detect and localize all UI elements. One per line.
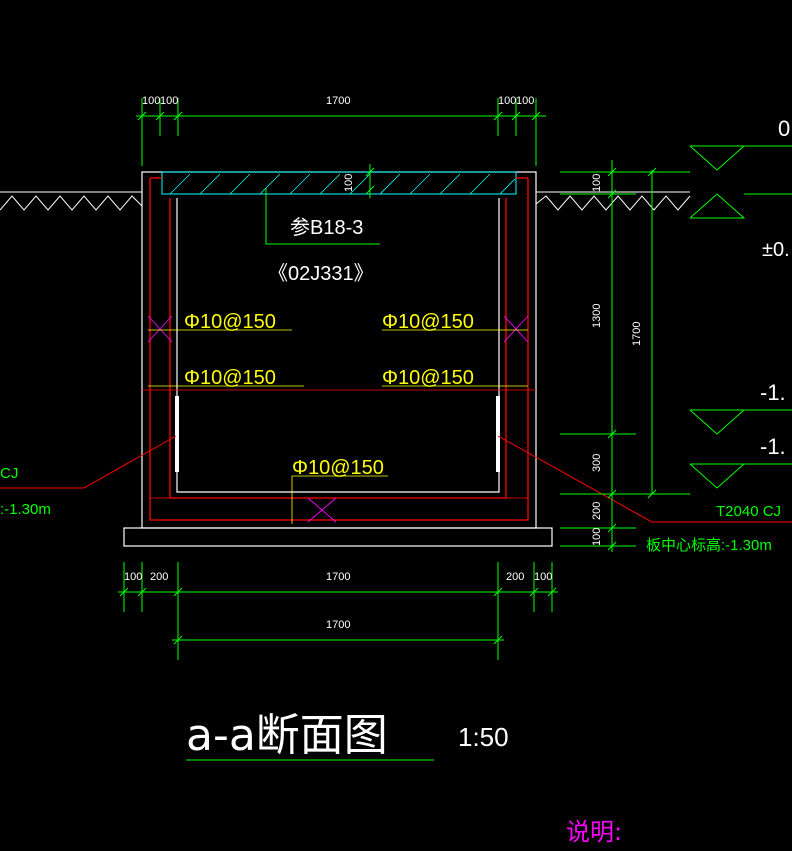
dim-right-overall: 1700 xyxy=(631,322,643,346)
rebar-cage xyxy=(142,177,536,521)
note-leaders xyxy=(0,435,792,523)
rebar-label-lower-left: Φ10@150 xyxy=(184,367,276,389)
dim-top-1: 100 xyxy=(142,95,160,107)
section-title: a-a断面图 xyxy=(186,710,388,761)
right-dimension xyxy=(560,160,690,552)
dim-right-4: 200 xyxy=(591,502,603,520)
right-note-line2: 板中心标高:-1.30m xyxy=(646,536,772,554)
dim-right-5: 100 xyxy=(591,528,603,546)
ground-hatch-left xyxy=(0,191,143,211)
joint-strips xyxy=(175,396,500,472)
reference-leader xyxy=(265,188,380,245)
rebar-label-bottom: Φ10@150 xyxy=(292,457,384,479)
dim-bottom-4: 200 xyxy=(506,571,524,583)
rebar-label-upper-left: Φ10@150 xyxy=(184,311,276,333)
dim-top-5: 100 xyxy=(516,95,534,107)
bottom-dimension-1 xyxy=(118,562,558,660)
dimension-labels: 100 100 1700 100 100 100 200 1700 200 10… xyxy=(124,95,643,631)
dim-bottom-1: 100 xyxy=(124,571,142,583)
dim-slab: 100 xyxy=(343,174,355,192)
dim-top-2: 100 xyxy=(160,95,178,107)
dim-bottom-5: 100 xyxy=(534,571,552,583)
pit-outline xyxy=(123,171,553,547)
notes-heading: 说明: xyxy=(566,818,622,846)
left-note-line2: :-1.30m xyxy=(0,501,51,518)
dim-right-3: 300 xyxy=(591,454,603,472)
elevation-second: ±0. xyxy=(762,239,790,261)
ground-hatch-right xyxy=(535,191,691,211)
dim-bottom-overall: 1700 xyxy=(326,619,350,631)
dim-top-3: 1700 xyxy=(326,95,350,107)
rebar-leader-lines xyxy=(148,329,528,524)
left-note-line1: CJ xyxy=(0,465,18,482)
dim-bottom-2: 200 xyxy=(150,571,168,583)
cover-slab xyxy=(161,171,517,195)
elevation-top: 0 xyxy=(778,116,790,141)
dim-top-4: 100 xyxy=(498,95,516,107)
elevation-third: -1. xyxy=(760,380,786,405)
dim-right-2: 1300 xyxy=(591,304,603,328)
reference-standard: 《02J331》 xyxy=(268,263,374,285)
slab-dimension xyxy=(365,164,375,198)
elevation-fourth: -1. xyxy=(760,434,786,459)
elevation-markers xyxy=(689,145,792,489)
bottom-dimension-2 xyxy=(172,635,504,645)
dim-bottom-3: 1700 xyxy=(326,571,350,583)
dim-right-1: 100 xyxy=(591,174,603,192)
section-scale: 1:50 xyxy=(458,722,509,752)
reference-code: 参B18-3 xyxy=(290,216,363,239)
top-dimension xyxy=(136,98,546,166)
rebar-ties xyxy=(147,315,529,523)
rebar-label-lower-right: Φ10@150 xyxy=(382,367,474,389)
right-note-line1: T2040 CJ xyxy=(716,503,781,520)
rebar-label-upper-right: Φ10@150 xyxy=(382,311,474,333)
